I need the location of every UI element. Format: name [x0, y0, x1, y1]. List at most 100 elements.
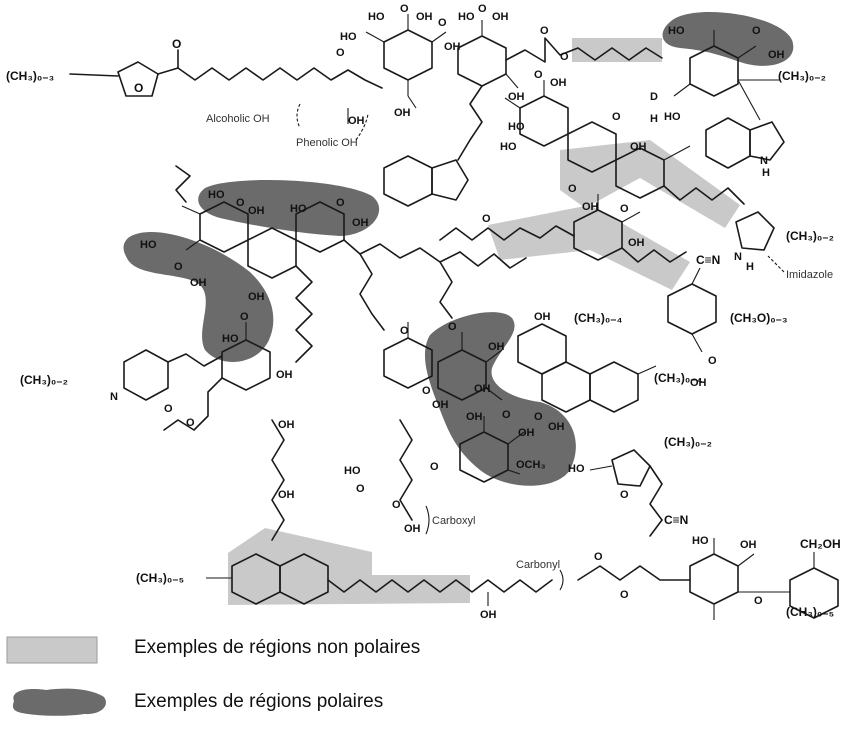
- nonpolar-region-middle-chain: [488, 205, 690, 290]
- svg-text:OH: OH: [534, 311, 551, 323]
- sub-ch3-02-right: (CH₃)₀₋₂: [786, 229, 834, 243]
- svg-text:OH: OH: [466, 411, 483, 423]
- imidazole-arrow: [767, 255, 785, 273]
- sub-ch2oh: CH₂OH: [800, 537, 841, 551]
- central-lower-ring: [383, 322, 433, 389]
- svg-text:OH: OH: [404, 523, 421, 535]
- polar-region-upper-left: [198, 180, 380, 236]
- nonpolar-region-top-chain: [572, 38, 662, 62]
- alcoholic-oh-brace: [296, 103, 301, 129]
- svg-text:O: O: [164, 403, 173, 415]
- svg-text:OH: OH: [394, 107, 411, 119]
- svg-text:OH: OH: [548, 421, 565, 433]
- nonpolar-regions: [228, 38, 740, 605]
- svg-text:O: O: [134, 81, 143, 95]
- svg-text:H: H: [762, 167, 770, 179]
- furan-left: O: [69, 49, 179, 97]
- svg-text:O: O: [174, 261, 183, 273]
- label-carboxyl: Carboxyl: [432, 515, 475, 527]
- svg-text:HO: HO: [222, 333, 239, 345]
- top-right-ring: [673, 30, 757, 97]
- furan-chain: [649, 465, 663, 521]
- svg-text:O: O: [594, 551, 603, 563]
- svg-text:O: O: [754, 595, 763, 607]
- svg-text:O: O: [356, 483, 365, 495]
- svg-text:O: O: [620, 589, 629, 601]
- carboxyl-brace: [425, 505, 430, 535]
- svg-text:OH: OH: [190, 277, 207, 289]
- svg-text:HO: HO: [290, 203, 307, 215]
- central-polar-ring: [437, 332, 503, 401]
- legend-label-nonpolar: Exemples de régions non polaires: [134, 637, 421, 658]
- sub-och3: OCH₃: [516, 459, 546, 471]
- svg-text:OH: OH: [444, 41, 461, 53]
- carbonyl-brace: [559, 569, 564, 591]
- svg-text:O: O: [422, 385, 431, 397]
- svg-text:O: O: [186, 417, 195, 429]
- sub-ch3-02-left: (CH₃)₀₋₂: [20, 373, 68, 387]
- bottom-long-chain: [327, 579, 553, 593]
- svg-text:HO: HO: [140, 239, 157, 251]
- legend-swatch-polar: [12, 688, 106, 716]
- label-alcoholic-oh: Alcoholic OH: [206, 113, 270, 125]
- ester-to-ring: [577, 565, 691, 581]
- svg-text:OH: OH: [348, 115, 365, 127]
- sub-ch3-03: (CH₃)₀₋₃: [6, 69, 54, 83]
- svg-text:O: O: [336, 197, 345, 209]
- lower-middle-chain: [621, 247, 687, 263]
- svg-text:OH: OH: [432, 399, 449, 411]
- svg-text:OH: OH: [508, 91, 525, 103]
- chain-to-imidazole: [663, 185, 745, 205]
- central-network-1: [295, 265, 313, 363]
- nonpolar-region-indane: [560, 140, 740, 228]
- svg-text:D: D: [650, 91, 658, 103]
- naphthalene: [206, 553, 329, 605]
- svg-text:O: O: [438, 17, 447, 29]
- ester-chain-left: [163, 377, 223, 431]
- svg-text:H: H: [746, 261, 754, 273]
- svg-text:O: O: [534, 69, 543, 81]
- svg-text:OH: OH: [278, 419, 295, 431]
- label-phenolic-oh: Phenolic OH: [296, 137, 358, 149]
- svg-text:O: O: [236, 197, 245, 209]
- svg-text:O: O: [336, 47, 345, 59]
- imidazole-ring: [735, 211, 775, 251]
- svg-text:O: O: [502, 409, 511, 421]
- methoxy-ring: [459, 416, 525, 483]
- svg-text:OH: OH: [768, 49, 785, 61]
- sub-ch3-04-right: (CH₃)₀₋₄: [654, 371, 703, 385]
- svg-text:HO: HO: [500, 141, 517, 153]
- svg-text:O: O: [620, 489, 629, 501]
- svg-text:O: O: [540, 25, 549, 37]
- svg-text:O: O: [478, 3, 487, 15]
- svg-text:OH: OH: [276, 369, 293, 381]
- phenanthrene-right: [517, 323, 657, 413]
- sub-ch3o-03: (CH₃O)₀₋₃: [730, 311, 788, 325]
- phenolic-oh-arrow: [355, 113, 369, 141]
- bottom-right-ring-2: [738, 552, 839, 619]
- sub-cn-1: C≡N: [696, 253, 720, 267]
- svg-text:OH: OH: [488, 341, 505, 353]
- svg-text:HO: HO: [664, 111, 681, 123]
- svg-text:O: O: [708, 355, 717, 367]
- svg-text:O: O: [534, 411, 543, 423]
- svg-text:O: O: [568, 183, 577, 195]
- legend-swatch-nonpolar: [6, 636, 98, 664]
- svg-text:H: H: [650, 113, 658, 125]
- svg-text:HO: HO: [208, 189, 225, 201]
- sub-cn-2: C≡N: [664, 513, 688, 527]
- svg-text:OH: OH: [630, 141, 647, 153]
- svg-text:OH: OH: [278, 489, 295, 501]
- left-vertical-chain: [175, 165, 191, 203]
- sub-ch3-05-left: (CH₃)₀₋₅: [136, 571, 184, 585]
- chain-to-indane: [457, 85, 483, 161]
- polar-regions: [123, 11, 794, 486]
- furan-right: [589, 449, 651, 487]
- indole-top-right: [705, 79, 785, 169]
- svg-text:OH: OH: [690, 377, 707, 389]
- left-oh-chain: [271, 419, 285, 541]
- lower-chain-carboxyl: [399, 419, 413, 521]
- polar-region-left-arm: [123, 232, 274, 362]
